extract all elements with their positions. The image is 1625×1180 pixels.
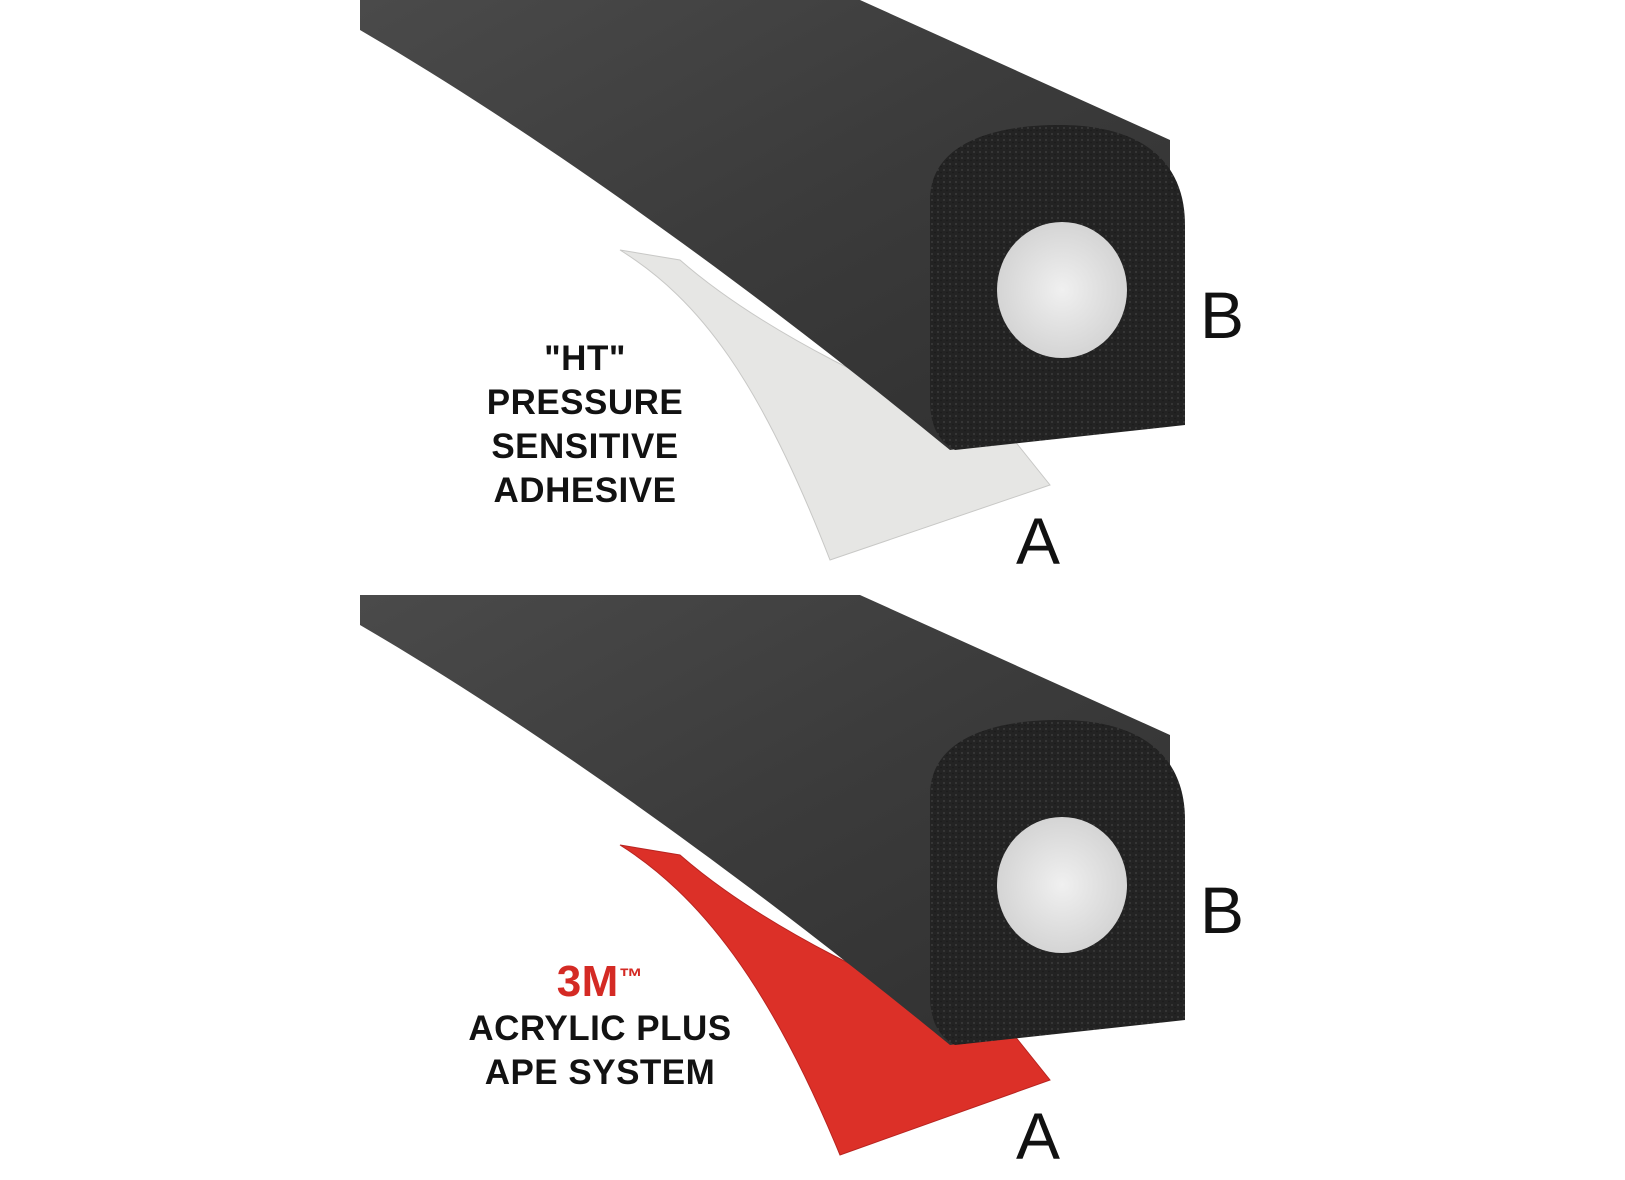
adhesive-tape <box>619 844 1051 1156</box>
adhesive-tape <box>619 249 1051 561</box>
seal-hole <box>997 222 1127 358</box>
ht-adhesive-panel: "HT" PRESSURE SENSITIVE ADHESIVE B A <box>0 0 1625 585</box>
seal-illustration-bottom <box>360 595 1185 1156</box>
3m-adhesive-panel: 3M™ ACRYLIC PLUS APE SYSTEM B A <box>0 595 1625 1180</box>
label-a-bottom: A <box>1016 1099 1061 1173</box>
3m-brand: 3M <box>556 957 619 1006</box>
seal-illustration-top <box>360 0 1185 561</box>
label-b-top: B <box>1200 278 1245 352</box>
trademark-symbol: ™ <box>618 964 644 991</box>
3m-adhesive-caption: 3M™ ACRYLIC PLUS APE SYSTEM <box>468 957 732 1093</box>
label-b-bottom: B <box>1200 873 1245 947</box>
seal-hole <box>997 817 1127 953</box>
label-a-top: A <box>1016 504 1061 578</box>
ht-adhesive-caption: "HT" PRESSURE SENSITIVE ADHESIVE <box>486 339 684 510</box>
